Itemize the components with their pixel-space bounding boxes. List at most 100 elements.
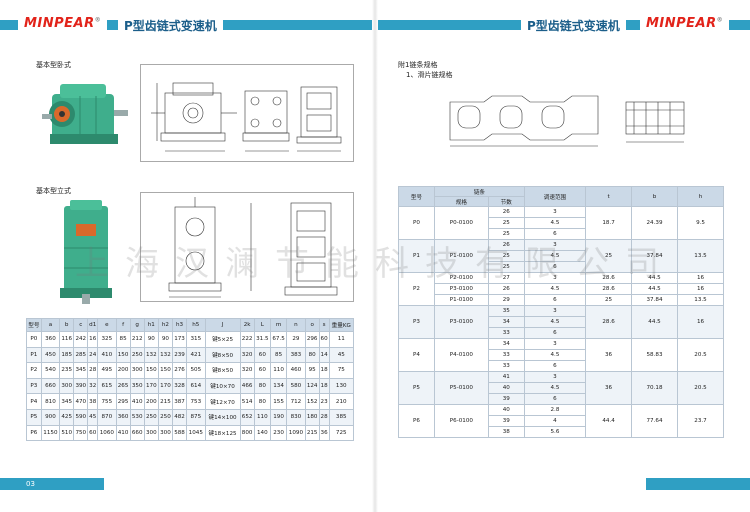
table-cell: 80 [304,346,320,364]
table-cell: 34 [487,316,525,328]
dim-col-header: m [269,318,288,332]
table-cell: 35 [487,305,525,317]
table-cell: 44.5 [630,272,679,284]
table-cell: 26 [487,206,525,218]
table-cell: 39 [487,393,525,405]
table-cell: P1-0100 [434,294,489,306]
table-cell: 3 [523,239,587,251]
table-cell: 80 [253,377,271,395]
table-cell: 11 [328,331,355,348]
table-cell: 614 [186,377,206,395]
table-cell: 200 [115,362,131,379]
table-cell: 44.5 [630,283,679,295]
table-cell: 320 [239,346,255,364]
appendix-title: 附1链条规格 [398,61,438,69]
table-cell: 110 [253,408,271,426]
model-cell: P1 [397,239,436,273]
table-cell: 383 [286,346,306,364]
table-cell: 328 [171,377,188,395]
table-cell: 360 [115,408,131,426]
table-cell: 3 [523,206,587,218]
table-cell: 295 [115,393,131,410]
table-cell: 3 [523,305,587,317]
table-cell: 190 [269,408,288,426]
table-cell: 421 [186,346,206,364]
table-cell: 36 [585,338,632,372]
table-cell: 132 [143,346,159,364]
model-cell: P2 [397,272,436,306]
table-cell: 13.5 [677,239,724,273]
table-cell: 18 [318,362,330,379]
spine [372,0,378,512]
col-t: t [585,186,632,207]
table-cell: 130 [328,377,355,395]
table-cell: P1 [26,346,42,364]
table-cell: 6 [523,360,587,372]
table-cell: 23.7 [677,404,724,438]
table-cell: 20.5 [677,338,724,372]
dim-col-header: h2 [157,318,173,332]
spec-cell: P0-0100 [434,206,489,240]
table-cell: 242 [73,331,89,348]
table-cell: 276 [171,362,188,379]
table-cell: 482 [171,408,188,426]
dim-col-header: f [115,318,131,332]
table-cell: 45 [87,408,99,426]
table-cell: 29 [286,331,306,348]
table-cell: 466 [239,377,255,395]
brand-logo: MINPEAR® [640,12,730,35]
table-cell: 77.64 [630,404,679,438]
table-cell: 1150 [40,424,61,442]
table-cell: 28 [318,408,330,426]
table-cell: 6 [523,393,587,405]
watermark: 上海汉澜节能科技有限公司 [75,244,675,284]
model-cell: P0 [397,206,436,240]
table-cell: 387 [171,393,188,410]
table-cell: 键12×70 [204,393,241,410]
table-cell: 29 [487,294,525,306]
table-cell: 33 [487,349,525,361]
table-cell: 32 [87,377,99,395]
table-cell: 90 [157,331,173,348]
model-cell: P4 [397,338,436,372]
col-model: 型号 [397,186,436,207]
table-cell: 键18×125 [204,424,241,442]
table-cell: 173 [171,331,188,348]
dim-col-header: a [40,318,61,332]
table-cell: 键14×100 [204,408,241,426]
table-cell: 1045 [186,424,206,442]
appendix-subtitle: 1、滑片链规格 [406,71,453,79]
table-cell: 385 [328,408,355,426]
table-cell: 212 [129,331,145,348]
spec-cell: P4-0100 [434,338,489,372]
dim-col-header: J [204,318,241,332]
table-cell: 285 [73,346,89,364]
table-cell: 75 [328,362,355,379]
table-cell: 20.5 [677,371,724,405]
table-cell: 495 [97,362,117,379]
table-cell: 470 [73,393,89,410]
table-cell: P2 [26,362,42,379]
table-cell: 键5×25 [204,331,241,348]
table-cell: P6 [26,424,42,442]
table-cell: 41 [487,371,525,383]
vertical-reducer-photo [60,200,112,304]
table-cell: 250 [129,346,145,364]
table-cell: 152 [304,393,320,410]
table-cell: 712 [286,393,306,410]
spec-cell: P5-0100 [434,371,489,405]
model-cell: P5 [397,371,436,405]
col-b: b [630,186,679,207]
table-cell: 28.6 [585,283,632,295]
table-cell: 44.5 [630,305,679,339]
header-left: MINPEAR® P型齿链式变速机 [0,12,372,38]
